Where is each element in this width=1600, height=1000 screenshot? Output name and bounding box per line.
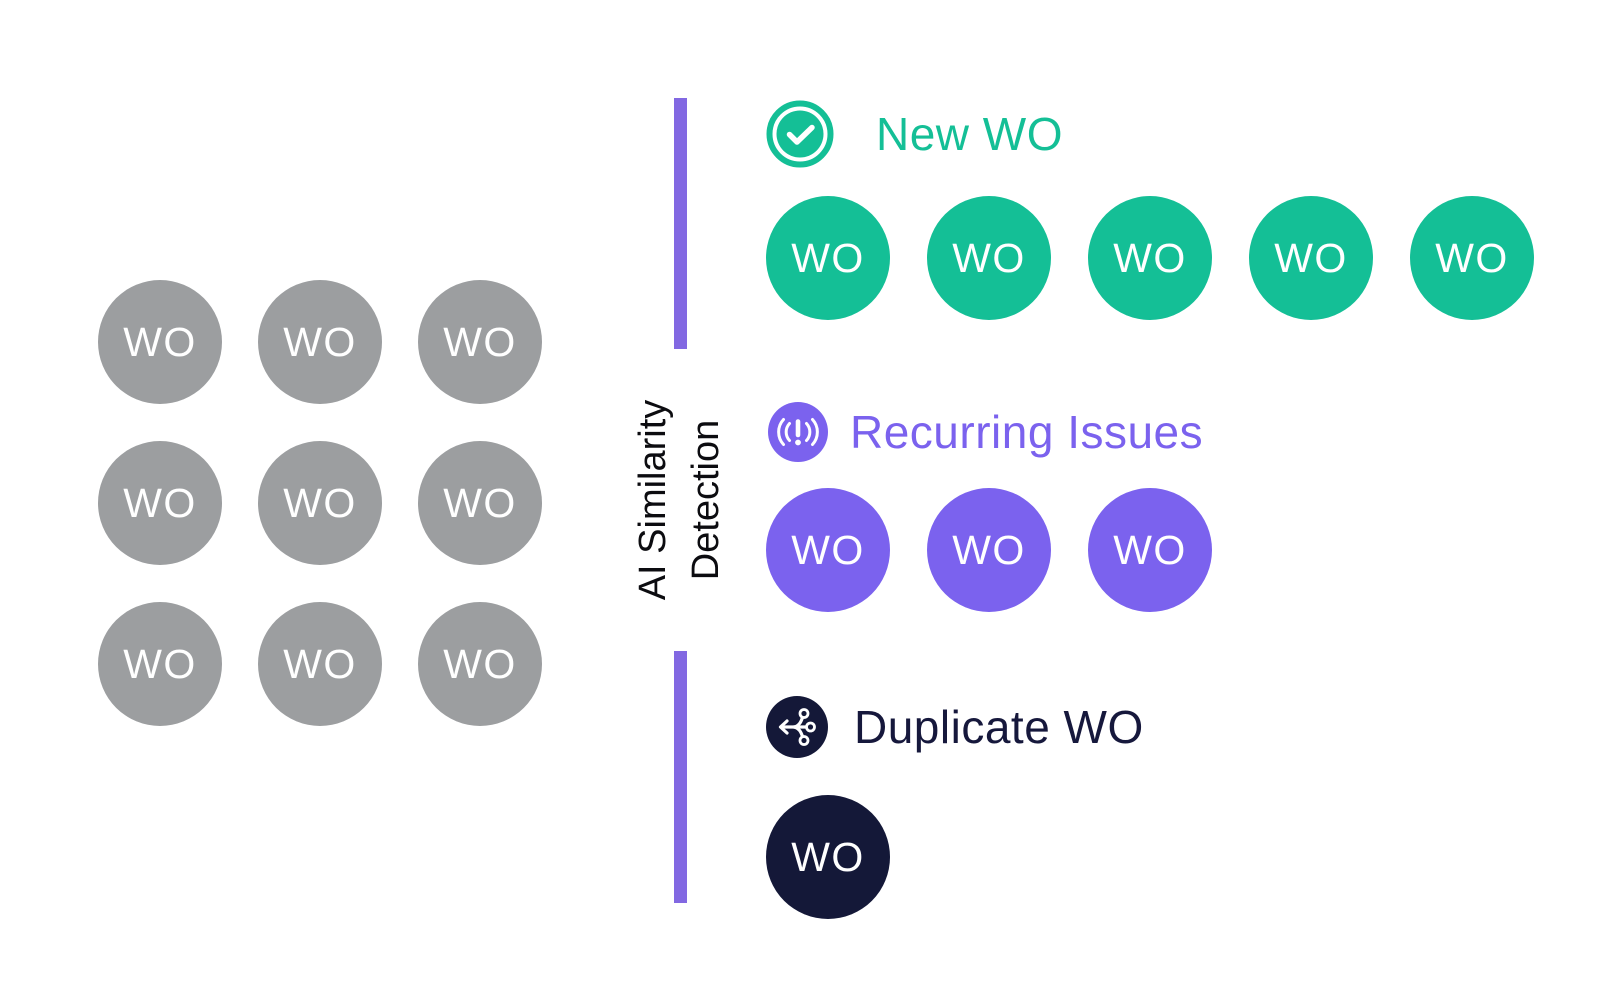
section-title-new-wo: New WO	[876, 108, 1063, 160]
wo-circle-navy: WO	[766, 795, 890, 919]
wo-circle-gray: WO	[418, 280, 542, 404]
wo-circle-gray: WO	[98, 602, 222, 726]
new-wo-row: WO WO WO WO WO	[766, 196, 1534, 320]
section-header-new-wo: New WO	[766, 100, 1063, 168]
recurring-issues-row: WO WO WO	[766, 488, 1212, 612]
wo-circle-purple: WO	[766, 488, 890, 612]
wo-circle-gray: WO	[258, 280, 382, 404]
wo-circle-purple: WO	[927, 488, 1051, 612]
section-title-recurring-issues: Recurring Issues	[850, 406, 1204, 458]
wo-circle-gray: WO	[98, 441, 222, 565]
wo-circle-green: WO	[927, 196, 1051, 320]
section-header-recurring-issues: Recurring Issues	[768, 402, 1203, 462]
check-circle-icon	[766, 100, 834, 168]
unsorted-wo-grid: WO WO WO WO WO WO WO WO WO	[98, 280, 542, 726]
divider-bar-top	[674, 98, 687, 349]
wo-circle-green: WO	[1088, 196, 1212, 320]
broadcast-alert-icon	[768, 402, 828, 462]
divider-label: AI Similarity Detection	[627, 400, 733, 601]
wo-circle-green: WO	[1249, 196, 1373, 320]
wo-circle-gray: WO	[418, 441, 542, 565]
section-header-duplicate-wo: Duplicate WO	[766, 696, 1144, 758]
wo-circle-purple: WO	[1088, 488, 1212, 612]
wo-circle-green: WO	[766, 196, 890, 320]
section-title-duplicate-wo: Duplicate WO	[854, 701, 1144, 753]
wo-circle-green: WO	[1410, 196, 1534, 320]
divider-label-line1: AI Similarity	[631, 399, 674, 601]
wo-circle-gray: WO	[258, 602, 382, 726]
wo-circle-gray: WO	[418, 602, 542, 726]
branch-split-icon	[766, 696, 828, 758]
divider-label-line2: Detection	[685, 419, 727, 581]
divider-bar-bottom	[674, 651, 687, 903]
duplicate-wo-row: WO	[766, 795, 890, 919]
wo-circle-gray: WO	[98, 280, 222, 404]
wo-circle-gray: WO	[258, 441, 382, 565]
